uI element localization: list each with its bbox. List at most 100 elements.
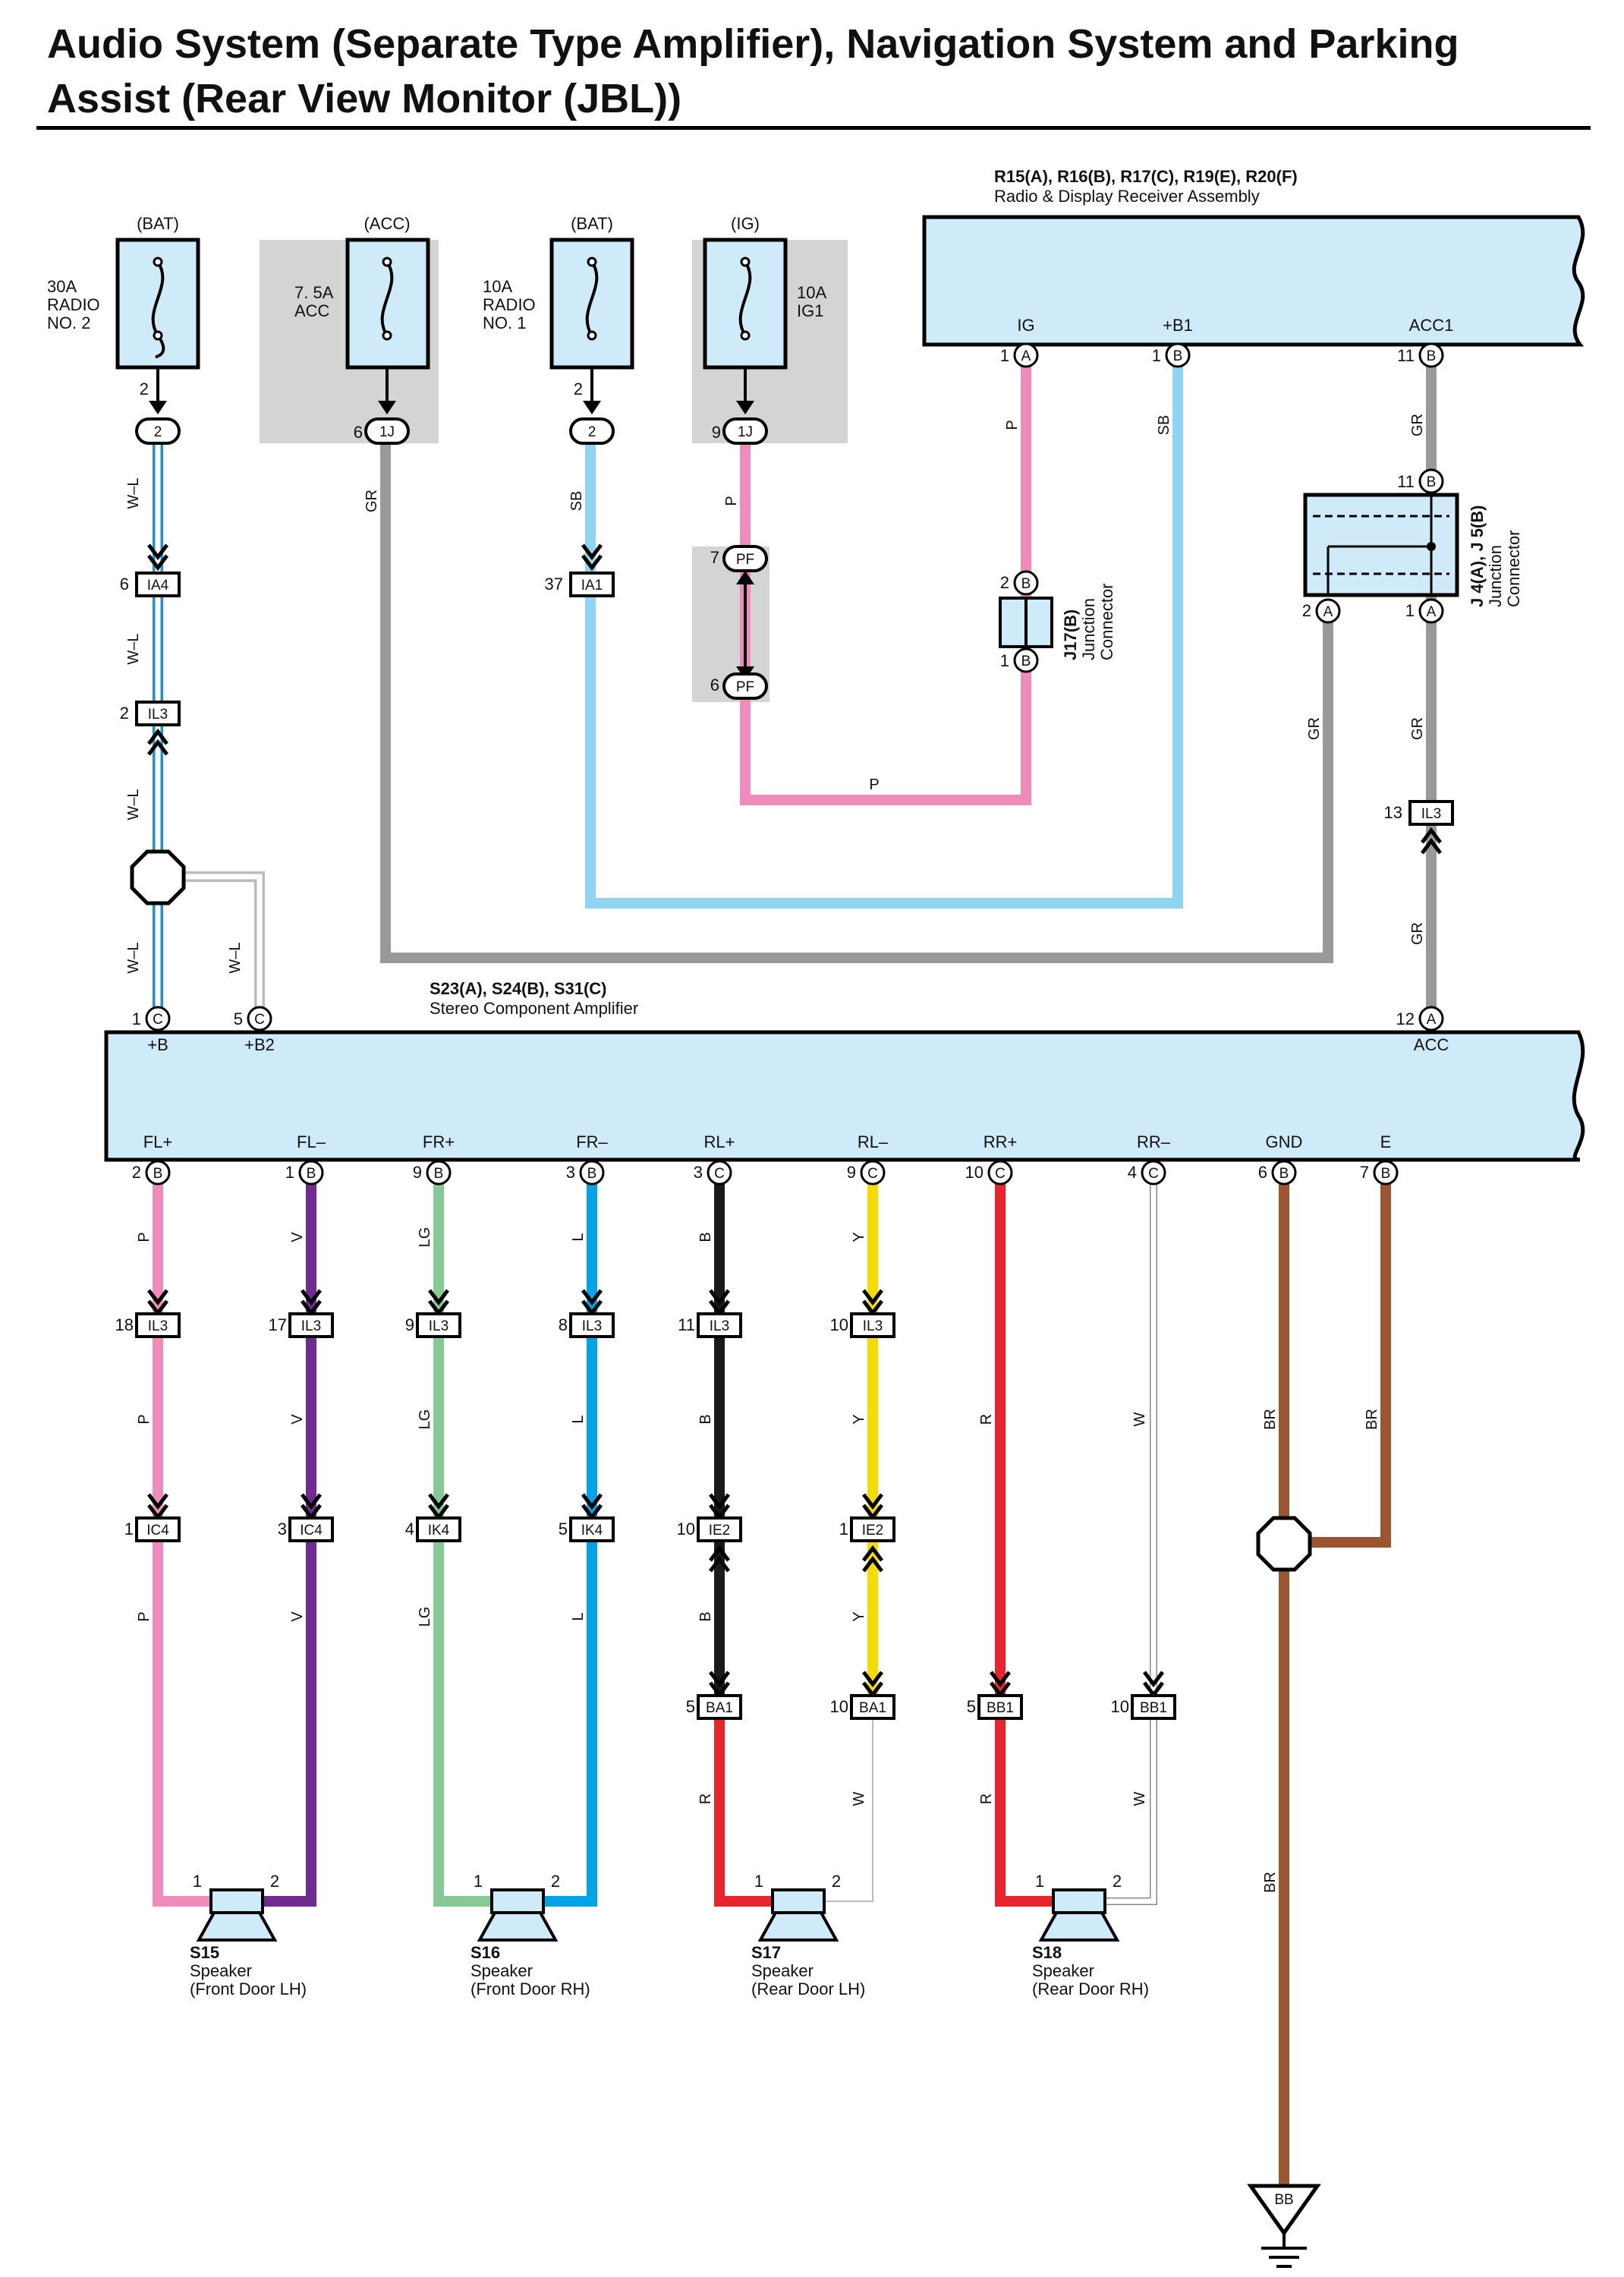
svg-text:B: B xyxy=(1427,348,1437,364)
connector-row2-up-arrow-5 xyxy=(862,1545,883,1573)
wire-label-33: L xyxy=(570,1612,587,1620)
svg-text:Junction: Junction xyxy=(1486,545,1505,607)
svg-text:2: 2 xyxy=(1113,1872,1122,1891)
wire-label-15: V xyxy=(289,1232,306,1242)
svg-text:37: 37 xyxy=(545,575,563,594)
wire-label-8: P xyxy=(1004,420,1021,430)
wire-rl-plus-r xyxy=(714,1714,773,1907)
svg-text:18: 18 xyxy=(115,1315,134,1334)
wire-label-34: B xyxy=(697,1611,714,1621)
wire-label-22: LG xyxy=(417,1409,433,1430)
svg-text:5: 5 xyxy=(559,1520,568,1538)
svg-text:8: 8 xyxy=(559,1315,568,1334)
svg-text:C: C xyxy=(254,1012,265,1028)
wire-label-14: P xyxy=(136,1232,153,1242)
svg-text:5: 5 xyxy=(967,1697,976,1716)
svg-text:B: B xyxy=(1279,1166,1289,1182)
connector-fuse-out-1: 2 2 xyxy=(135,380,181,445)
svg-text:B: B xyxy=(1021,576,1031,592)
connector-fuse-out-3: 2 2 xyxy=(569,380,615,445)
svg-text:BA1: BA1 xyxy=(859,1700,886,1716)
amp-pin-b2: 5 C xyxy=(234,1006,272,1031)
wire-label-31: V xyxy=(289,1611,306,1622)
svg-text:12: 12 xyxy=(1396,1009,1415,1028)
svg-text:9: 9 xyxy=(847,1163,856,1182)
svg-text:1: 1 xyxy=(839,1520,848,1538)
svg-text:10: 10 xyxy=(830,1315,848,1334)
wire-label-1: W–L xyxy=(125,633,142,664)
wire-label-30: P xyxy=(136,1611,153,1621)
connector-pf: 7 PF 6 PF xyxy=(710,545,768,700)
connector-ia4: 6 IA4 xyxy=(120,543,181,597)
svg-text:6: 6 xyxy=(1258,1163,1267,1182)
svg-text:B: B xyxy=(1021,653,1031,669)
fuse-output-arrows xyxy=(149,401,754,414)
wire-label-13: GR xyxy=(1409,922,1426,945)
svg-text:13: 13 xyxy=(1384,803,1402,822)
amplifier-ref: S23(A), S24(B), S31(C) xyxy=(430,979,607,998)
svg-text:IL3: IL3 xyxy=(301,1318,321,1334)
connector-ia1: 37 IA1 xyxy=(545,543,615,597)
svg-text:2: 2 xyxy=(154,424,162,440)
svg-text:BB1: BB1 xyxy=(1140,1700,1167,1716)
wire-label-10: GR xyxy=(1409,414,1426,436)
svg-text:(BAT): (BAT) xyxy=(571,214,613,233)
wire-e xyxy=(1308,1173,1391,1548)
wire-label-24: B xyxy=(697,1414,714,1424)
svg-text:2: 2 xyxy=(1302,601,1311,620)
svg-text:IE2: IE2 xyxy=(709,1523,731,1538)
wire-label-27: W xyxy=(1131,1412,1148,1426)
svg-text:ACC1: ACC1 xyxy=(1409,316,1454,335)
svg-text:IK4: IK4 xyxy=(428,1523,450,1538)
radio-receiver-assembly: R15(A), R16(B), R17(C), R19(E), R20(F) R… xyxy=(922,167,1585,347)
wire-rr-minus xyxy=(1105,1173,1157,1905)
wire-rl-minus-w xyxy=(824,1714,873,1902)
svg-text:1J: 1J xyxy=(738,424,753,440)
svg-text:Speaker: Speaker xyxy=(1032,1961,1094,1980)
radio-pin-ig: 1 A xyxy=(1000,342,1039,368)
svg-text:9: 9 xyxy=(712,423,721,442)
svg-text:1: 1 xyxy=(1035,1872,1044,1891)
wire-label-5: GR xyxy=(364,490,380,512)
svg-text:1: 1 xyxy=(1152,346,1161,365)
connector-il3-acc: 13 IL3 xyxy=(1384,800,1454,855)
svg-text:A: A xyxy=(1427,1012,1437,1028)
svg-text:Connector: Connector xyxy=(1504,530,1523,607)
amp-pin-b: 1 C xyxy=(132,1006,171,1031)
wire-fl-plus xyxy=(153,1173,211,1907)
junction-j4-j5: 11 B 2 A 1 A J 4(A), J 5(B) Junction Con… xyxy=(1302,468,1523,624)
svg-text:B: B xyxy=(1427,474,1437,490)
wire-label-p-horizontal: P xyxy=(869,776,879,793)
svg-text:FL+: FL+ xyxy=(143,1132,173,1151)
connector-row3-1: 10 BA1 xyxy=(830,1671,895,1720)
connector-il3-bl: 2 IL3 xyxy=(120,701,181,756)
svg-text:3: 3 xyxy=(566,1163,575,1182)
svg-text:IL3: IL3 xyxy=(582,1318,602,1334)
svg-text:+B1: +B1 xyxy=(1163,316,1193,335)
wire-fl-minus xyxy=(263,1173,316,1907)
svg-text:30A: 30A xyxy=(47,277,77,296)
svg-text:PF: PF xyxy=(736,679,754,695)
svg-text:1: 1 xyxy=(754,1872,763,1891)
svg-text:IC4: IC4 xyxy=(146,1523,169,1538)
svg-text:10: 10 xyxy=(830,1697,848,1716)
fuse-ig1: (IG) 10A IG1 xyxy=(703,214,826,411)
connector-row1-1: 17 IL3 xyxy=(269,1289,334,1338)
svg-text:RL+: RL+ xyxy=(704,1132,735,1151)
svg-text:C: C xyxy=(995,1166,1006,1182)
radio-ref: R15(A), R16(B), R17(C), R19(E), R20(F) xyxy=(994,167,1298,186)
svg-text:C: C xyxy=(153,1012,163,1028)
svg-text:17: 17 xyxy=(269,1315,287,1334)
svg-text:BB: BB xyxy=(1274,2192,1293,2208)
